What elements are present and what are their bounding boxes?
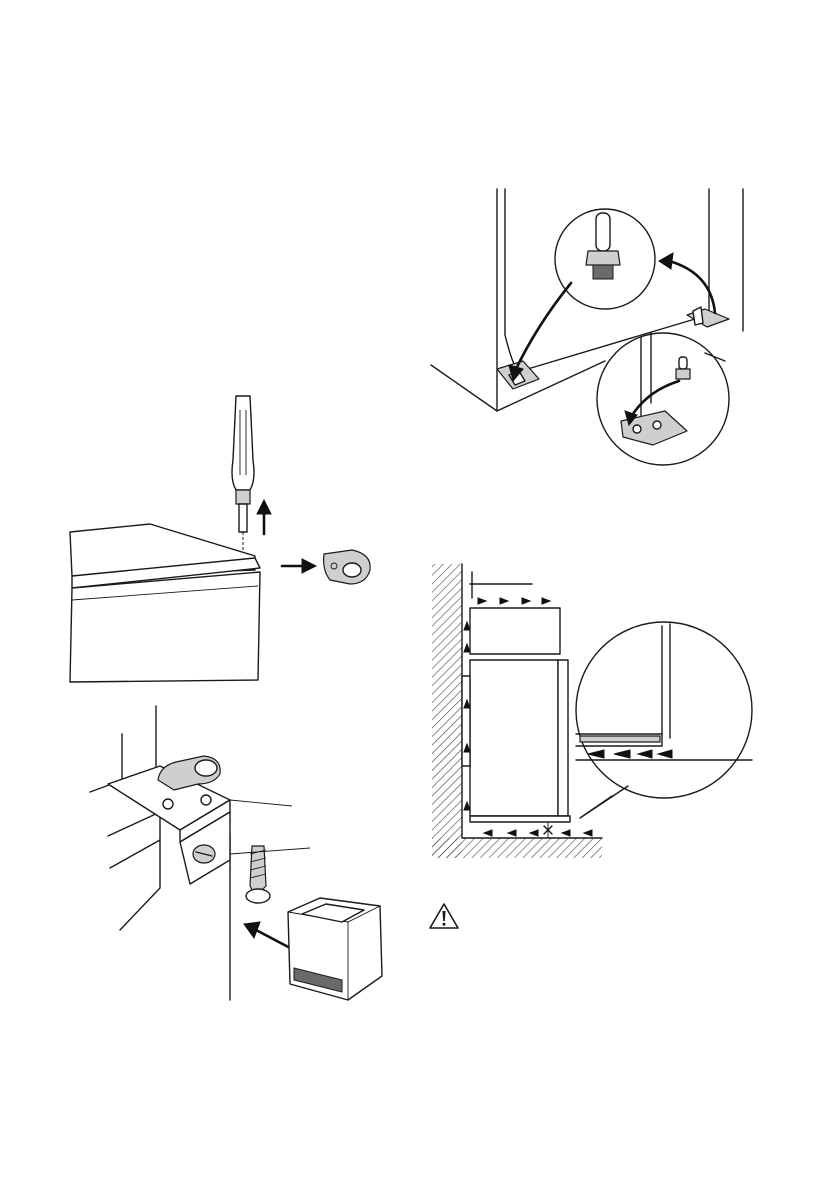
cabinet-top-icon [70,524,260,682]
figure-bottom-hinge-pin [425,185,755,475]
cover-cap-icon [288,898,382,1000]
hinge-cover-icon [324,550,371,584]
plinth-detail-icon [576,622,752,818]
insert-arrow-icon [244,922,294,950]
fridge-body-icon [462,660,570,822]
figure-ventilation-airflow [430,560,760,860]
warning-block [428,902,728,932]
screwdriver-icon [232,396,254,558]
right-bracket-icon [687,307,729,327]
up-arrow-icon [257,500,271,534]
right-arrow-icon [282,559,316,573]
magnifier-detail-icon [555,209,655,309]
upper-cabinet-icon [470,608,560,654]
screw-icon [246,846,270,903]
hinge-bracket-icon [108,756,230,884]
figure-door-pin-removal [60,390,390,690]
warning-triangle-icon [428,902,460,930]
bracket-icon [597,333,729,465]
figure-hinge-cover-fitting [80,700,400,1010]
